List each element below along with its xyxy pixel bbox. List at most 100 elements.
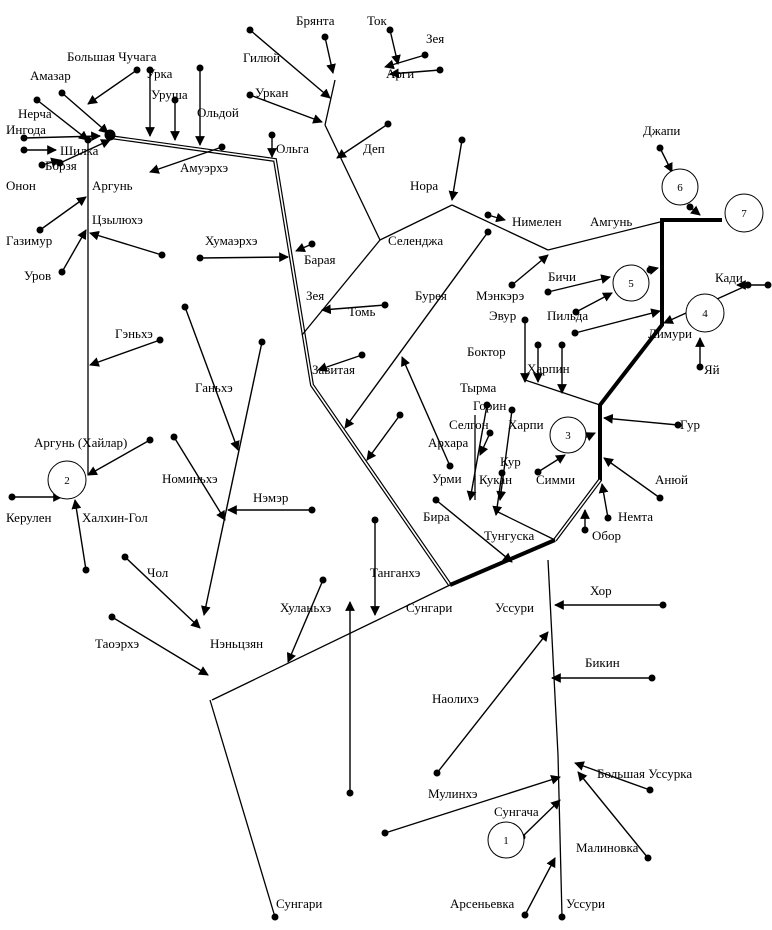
river-label-argun: Аргунь — [92, 178, 133, 193]
river-label-nimelen: Нимелен — [512, 214, 562, 229]
river-label-tunguska: Тунгуска — [484, 528, 534, 543]
river-label-sungari-bottom: Сунгари — [276, 896, 322, 911]
river-label-zeya-top: Зея — [426, 31, 444, 46]
amur-main-stem — [109, 135, 722, 587]
river-label-ganhe: Ганьхэ — [195, 380, 233, 395]
river-label-halhin-gol: Халхин-Гол — [82, 510, 148, 525]
station-node-5-label: 5 — [628, 278, 634, 290]
river-label-ussuri-mid: Уссури — [495, 600, 534, 615]
river-label-oldoy: Ольдой — [197, 105, 239, 120]
river-label-shilka: Шилка — [60, 143, 99, 158]
river-label-anyuy: Анюй — [655, 472, 688, 487]
river-label-pilda: Пильда — [547, 308, 588, 323]
river-label-argun-hailar: Аргунь (Хайлар) — [34, 435, 127, 450]
river-label-kerulen: Керулен — [6, 510, 51, 525]
river-label-bureya: Бурея — [415, 288, 447, 303]
river-label-amazar: Амазар — [30, 68, 71, 83]
river-label-nemer: Нэмэр — [253, 490, 288, 505]
river-label-urmi: Урми — [432, 471, 462, 486]
river-label-zavitaya: Завитая — [312, 362, 355, 377]
river-label-giljuy: Гилюй — [243, 50, 280, 65]
river-label-nominhe: Номиньхэ — [162, 471, 218, 486]
river-label-olga: Ольга — [276, 141, 309, 156]
river-label-dzyluyhe: Цзылюхэ — [92, 212, 143, 227]
river-label-selgon: Селгон — [449, 417, 489, 432]
river-label-ingoda: Ингода — [6, 122, 46, 137]
station-node-2-label: 2 — [64, 475, 70, 487]
station-node-3: 3 — [549, 416, 587, 454]
river-label-limuri: Лимури — [648, 326, 692, 341]
river-label-mulinhe: Мулинхэ — [428, 786, 478, 801]
river-label-argi: Арги — [386, 66, 414, 81]
river-label-amuerhe: Амуэрхэ — [180, 160, 229, 175]
station-node-6-label: 6 — [677, 182, 683, 194]
river-label-tok: Ток — [367, 13, 387, 28]
river-label-harpi: Харпи — [508, 417, 544, 432]
station-node-1: 1 — [487, 821, 525, 859]
river-label-bichi: Бичи — [548, 269, 576, 284]
river-label-sungacha: Сунгача — [494, 804, 539, 819]
river-label-selendzha: Селенджа — [388, 233, 443, 248]
station-node-5: 5 — [612, 264, 650, 302]
river-label-urkan: Уркан — [255, 85, 288, 100]
river-label-bolshaya-ussurka: Большая Уссурка — [597, 766, 692, 781]
station-node-7: 7 — [724, 193, 764, 233]
station-node-4-label: 4 — [702, 308, 708, 320]
station-node-7-label: 7 — [741, 208, 747, 220]
river-label-nenczyan: Нэньцзян — [210, 636, 263, 651]
river-label-nercha: Нерча — [18, 106, 52, 121]
station-node-2: 2 — [47, 460, 87, 500]
river-label-urusha: Уруша — [151, 87, 188, 102]
station-node-1-label: 1 — [503, 835, 509, 847]
river-label-naolihe: Наолихэ — [432, 691, 479, 706]
river-label-obor: Обор — [592, 528, 621, 543]
river-label-boktor: Боктор — [467, 344, 506, 359]
river-label-menkere: Мэнкэрэ — [476, 288, 525, 303]
river-label-bolshaya-chuchaga: Большая Чучага — [67, 49, 157, 64]
river-label-sungari-mid: Сунгари — [406, 600, 452, 615]
river-label-baraya: Барая — [304, 252, 336, 267]
station-node-4: 4 — [685, 293, 725, 333]
river-label-hor: Хор — [590, 583, 612, 598]
river-label-malinovka: Малиновка — [576, 840, 639, 855]
river-label-evur: Эвур — [489, 308, 516, 323]
river-label-yay: Яй — [704, 362, 720, 377]
station-nodes: 1 2 3 4 5 6 7 — [47, 168, 764, 859]
river-label-tom: Томь — [348, 304, 375, 319]
river-label-uroz: Уров — [24, 268, 51, 283]
river-label-bira: Бира — [423, 509, 450, 524]
river-label-tanganhe: Танганхэ — [370, 565, 421, 580]
river-label-humaerhe: Хумаэрхэ — [205, 233, 258, 248]
river-label-urka: Урка — [146, 66, 173, 81]
river-label-hulanhe: Хуланьхэ — [280, 600, 332, 615]
river-label-kuktan: Кукан — [479, 472, 512, 487]
river-label-genhe: Гэньхэ — [115, 326, 153, 341]
river-label-gazimur: Газимур — [6, 233, 52, 248]
river-label-zeya-mid: Зея — [306, 288, 324, 303]
river-label-arsenyevka: Арсеньевка — [450, 896, 515, 911]
river-label-onon: Онон — [6, 178, 36, 193]
river-label-chol: Чол — [147, 565, 169, 580]
river-label-bikin: Бикин — [585, 655, 620, 670]
river-label-nora: Нора — [410, 178, 438, 193]
river-label-arhara: Архара — [428, 435, 468, 450]
river-label-taoerhe: Таоэрхэ — [95, 636, 139, 651]
river-label-kur: Кур — [500, 454, 521, 469]
station-node-3-label: 3 — [565, 430, 571, 442]
river-label-dzhapi: Джапи — [643, 123, 680, 138]
river-label-amgun: Амгунь — [590, 214, 632, 229]
river-label-ussuri-bottom: Уссури — [566, 896, 605, 911]
river-label-kadi: Кади — [715, 270, 743, 285]
river-label-harpin: Харпин — [527, 361, 570, 376]
river-labels: Брянта Ток Зея Гилюй Арги Большая Чучага… — [6, 13, 743, 911]
station-node-6: 6 — [661, 168, 699, 206]
tributary-arrows — [12, 29, 768, 916]
river-label-tyrma: Тырма — [460, 380, 496, 395]
river-label-brjanta: Брянта — [296, 13, 335, 28]
river-label-borzya: Борзя — [45, 158, 77, 173]
river-label-dep: Деп — [363, 141, 385, 156]
source-dots — [8, 26, 772, 921]
river-label-simmi: Симми — [536, 472, 575, 487]
